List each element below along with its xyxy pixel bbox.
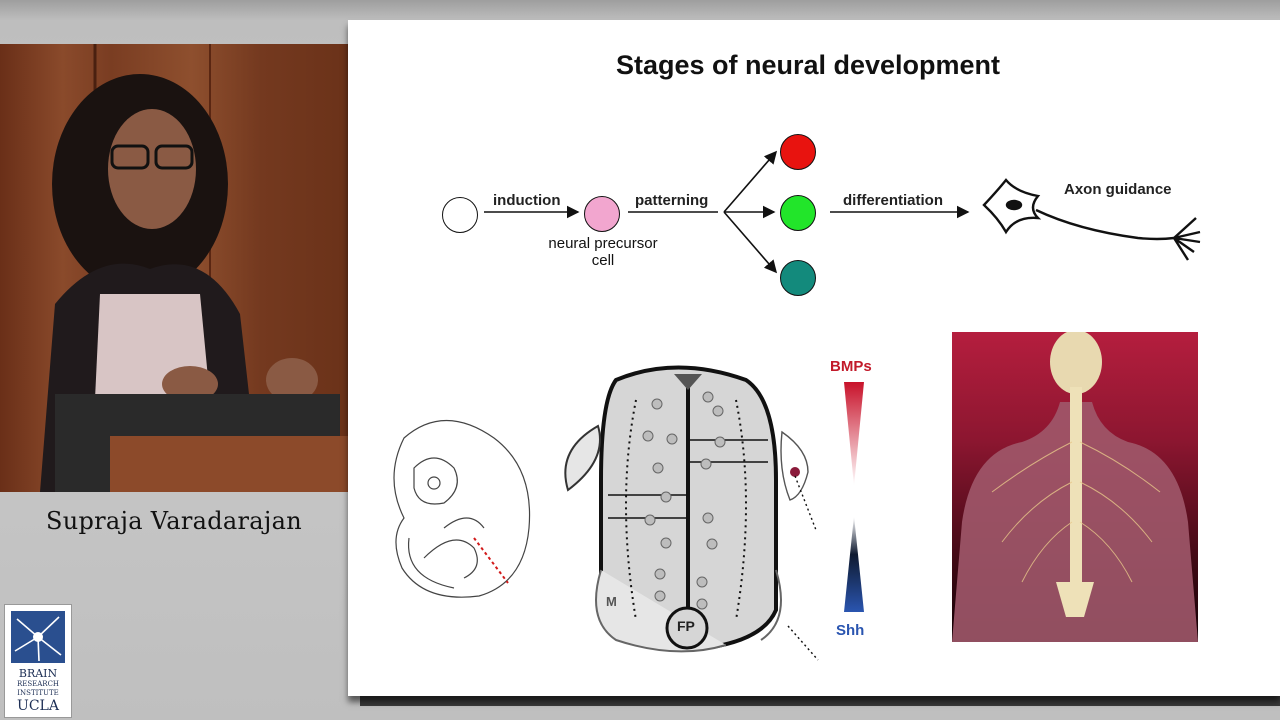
- presentation-slide: Stages of neural development induction n…: [348, 20, 1280, 696]
- bmps-label: BMPs: [830, 358, 872, 375]
- neuron-logo-icon: [11, 611, 65, 663]
- patterning-label: patterning: [635, 192, 709, 209]
- logo-text-ucla: UCLA: [17, 698, 59, 714]
- precursor-label-line2: cell: [591, 252, 615, 269]
- neural-tube-cross-section: [595, 365, 782, 653]
- top-frame: [0, 0, 1280, 20]
- logo-text-research: RESEARCH: [16, 680, 60, 688]
- embryo-drawing: [393, 420, 531, 598]
- green-cell-circle: [780, 195, 816, 231]
- fp-label: FP: [677, 618, 695, 634]
- neuron-icon: [982, 178, 1201, 261]
- induction-label: induction: [493, 192, 561, 209]
- speaker-name: Supraja Varadarajan: [45, 507, 302, 535]
- speaker-illustration: [40, 44, 348, 492]
- brain-research-institute-logo: BRAIN RESEARCH INSTITUTE UCLA: [4, 604, 72, 718]
- flow-arrows: [484, 150, 1201, 274]
- precursor-label-line1: neural precursor: [548, 235, 658, 252]
- red-cell-circle: [780, 134, 816, 170]
- precursor-label: neural precursor cell: [528, 235, 678, 269]
- logo-text-brain: BRAIN: [18, 667, 58, 680]
- spinal-cord-anatomy-image: [952, 332, 1198, 642]
- m-label: M: [606, 594, 617, 609]
- logo-text-institute: INSTITUTE: [17, 689, 59, 697]
- neural-precursor-circle: [584, 196, 620, 232]
- drg-lobe: [564, 424, 601, 492]
- slide-title: Stages of neural development: [615, 50, 1001, 80]
- shh-label: Shh: [836, 622, 865, 639]
- slide-shadow: [360, 696, 1280, 706]
- undifferentiated-cell-circle: [442, 197, 478, 233]
- axon-guidance-label: Axon guidance: [1064, 181, 1172, 198]
- drg-neuron-path: [780, 430, 819, 661]
- morphogen-gradients: [844, 382, 864, 612]
- differentiation-label: differentiation: [843, 192, 943, 209]
- teal-cell-circle: [780, 260, 816, 296]
- speaker-video: [0, 44, 348, 492]
